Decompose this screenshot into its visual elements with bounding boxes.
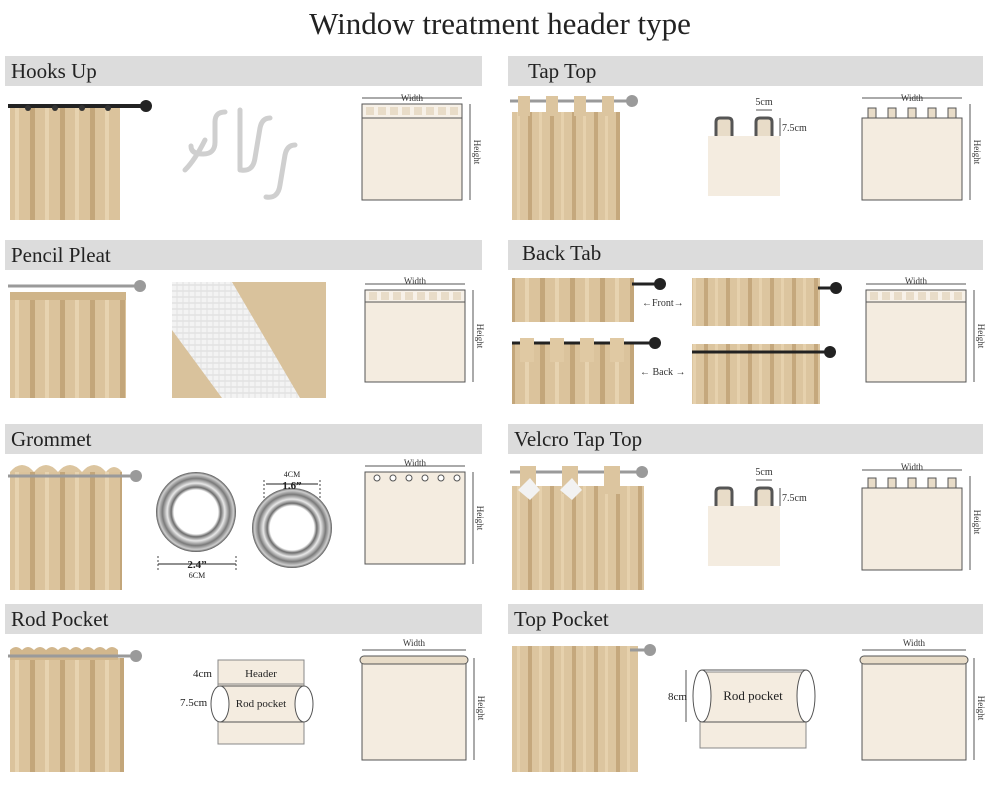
tap-top-curtain-photo: [510, 95, 638, 220]
section-title-pencil-pleat: Pencil Pleat: [11, 243, 111, 267]
width-label: Width: [404, 458, 427, 468]
width-label: Width: [403, 638, 426, 648]
top-pocket-curtain-photo: [512, 644, 656, 772]
tap-top-tab-height: 7.5cm: [782, 123, 807, 134]
width-label: Width: [401, 93, 424, 103]
velcro-tap-top-schematic: [861, 469, 971, 571]
grommet-inner-in: 1.6”: [282, 480, 301, 492]
width-label: Width: [903, 638, 926, 648]
back-tab-back-label: ← Back →: [640, 367, 686, 378]
width-label: Width: [901, 93, 924, 103]
band-rod-pocket: Rod Pocket: [5, 604, 482, 634]
section-title-velcro-tap-top: Velcro Tap Top: [514, 427, 643, 451]
rod-pocket-pocket-cm: 7.5cm: [180, 697, 208, 709]
section-title-back-tab: Back Tab: [522, 241, 602, 265]
grommet-inner-cm: 4CM: [284, 470, 300, 479]
width-label: Width: [404, 276, 427, 286]
back-tab-front-photo-2: [692, 278, 842, 326]
section-title-tap-top: Tap Top: [528, 59, 597, 83]
tap-top-tab-width: 5cm: [755, 97, 772, 108]
back-tab-front-photo-1: [512, 278, 666, 322]
page-title: Window treatment header type: [309, 6, 691, 41]
height-label: Height: [976, 696, 986, 721]
velcro-tap-top-curtain-photo: [510, 466, 648, 590]
section-title-rod-pocket: Rod Pocket: [11, 607, 109, 631]
grommet-outer-in: 2.4”: [187, 559, 206, 571]
band-hooks-up: Hooks Up: [5, 56, 482, 86]
grommet-rings-photo: [156, 472, 332, 572]
band-velcro-tap-top: Velcro Tap Top: [508, 424, 983, 454]
rod-pocket-header-cm: 4cm: [193, 668, 212, 680]
grommet-curtain-photo: [8, 465, 142, 590]
height-label: Height: [475, 506, 485, 531]
back-tab-schematic: [865, 283, 975, 383]
rod-pocket-diagram: [210, 659, 314, 745]
height-label: Height: [976, 324, 986, 349]
tap-top-tab-detail: [708, 109, 781, 196]
grommet-schematic: [364, 465, 474, 565]
height-label: Height: [972, 140, 982, 165]
back-tab-back-photo-1: [512, 337, 661, 404]
pencil-pleat-curtain-photo: [8, 280, 146, 398]
band-grommet: Grommet: [5, 424, 482, 454]
tap-top-schematic: [861, 97, 971, 201]
band-back-tab: Back Tab: [508, 240, 983, 270]
velcro-tab-width: 5cm: [755, 467, 772, 478]
width-label: Width: [901, 462, 924, 472]
width-label: Width: [905, 276, 928, 286]
rod-pocket-header-label: Header: [245, 668, 277, 680]
height-label: Height: [475, 324, 485, 349]
velcro-tab-height: 7.5cm: [782, 493, 807, 504]
pencil-pleat-tape-photo: [172, 282, 326, 398]
hooks-up-curtain-photo: [8, 100, 152, 220]
top-pocket-diagram: [685, 669, 816, 749]
pencil-pleat-schematic: [364, 283, 474, 383]
top-pocket-schematic: [859, 649, 975, 761]
rod-pocket-schematic: [359, 649, 475, 761]
section-title-grommet: Grommet: [11, 427, 92, 451]
section-title-hooks-up: Hooks Up: [11, 59, 97, 83]
top-pocket-pocket-cm: 8cm: [668, 691, 687, 703]
grommet-outer-cm: 6CM: [189, 571, 205, 580]
height-label: Height: [972, 510, 982, 535]
height-label: Height: [472, 140, 482, 165]
curtain-hooks-photo: [182, 107, 298, 200]
section-title-top-pocket: Top Pocket: [514, 607, 609, 631]
hooks-up-schematic: [361, 97, 471, 201]
back-tab-back-photo-2: [692, 344, 836, 404]
height-label: Height: [476, 696, 486, 721]
rod-pocket-pocket-label: Rod pocket: [236, 698, 286, 710]
band-pencil-pleat: Pencil Pleat: [5, 240, 482, 270]
band-top-pocket: Top Pocket: [508, 604, 983, 634]
top-pocket-pocket-label: Rod pocket: [723, 688, 783, 703]
velcro-tap-top-tab-detail: [708, 479, 781, 566]
band-tap-top: Tap Top: [508, 56, 983, 86]
back-tab-front-label: ←Front→: [642, 298, 684, 309]
rod-pocket-curtain-photo: [8, 647, 142, 772]
